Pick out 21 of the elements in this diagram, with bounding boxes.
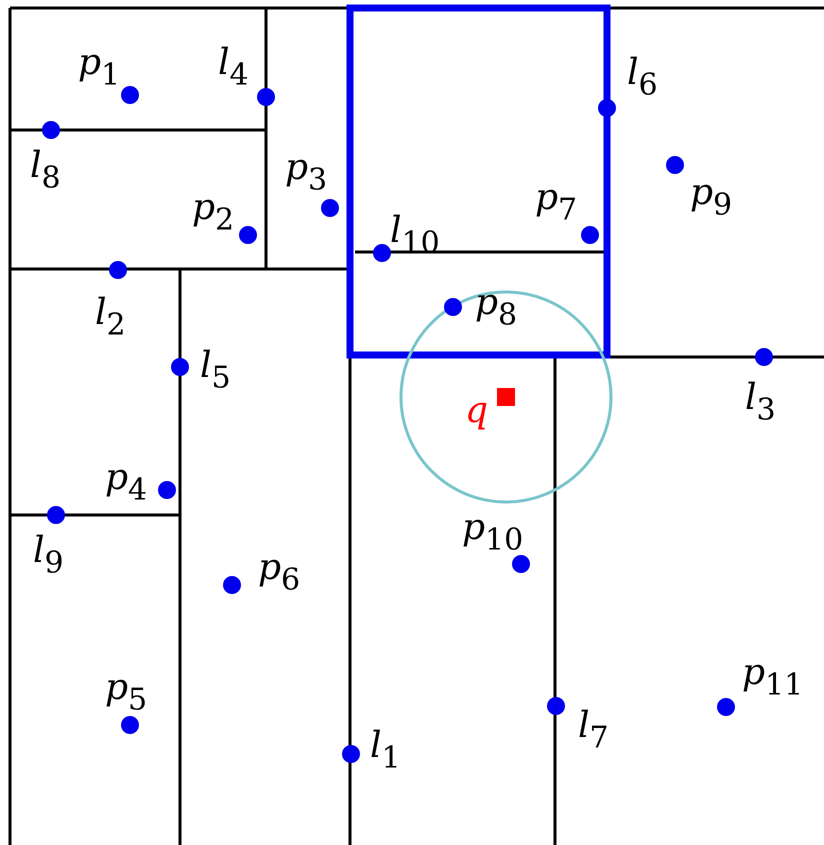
line-label: l$_{7}$ bbox=[578, 708, 609, 754]
line-label: l$_{9}$ bbox=[33, 533, 64, 578]
query-point-label: q bbox=[465, 393, 488, 429]
point-label: p$_{1}$ bbox=[78, 45, 120, 90]
line-label: l$_{4}$ bbox=[218, 45, 249, 90]
point-label: p$_{4}$ bbox=[105, 460, 148, 506]
point-label: p$_{3}$ bbox=[285, 150, 328, 196]
line-label: l$_{8}$ bbox=[30, 148, 61, 194]
line-label: l$_{6}$ bbox=[627, 55, 658, 100]
line-label: l$_{5}$ bbox=[200, 348, 231, 394]
point-label: p$_{8}$ bbox=[475, 285, 518, 330]
point-label: p$_{5}$ bbox=[105, 670, 148, 716]
point-label: p$_{2}$ bbox=[192, 190, 234, 236]
point-label: p$_{7}$ bbox=[535, 180, 578, 226]
point-label: p$_{6}$ bbox=[258, 550, 300, 596]
line-label: l$_{3}$ bbox=[745, 380, 776, 426]
line-label: l$_{2}$ bbox=[95, 295, 126, 340]
point-label: p$_{11}$ bbox=[742, 655, 804, 700]
line-label: l$_{1}$ bbox=[370, 728, 401, 774]
point-label: p$_{9}$ bbox=[690, 175, 732, 220]
point-label: p$_{10}$ bbox=[462, 510, 524, 556]
